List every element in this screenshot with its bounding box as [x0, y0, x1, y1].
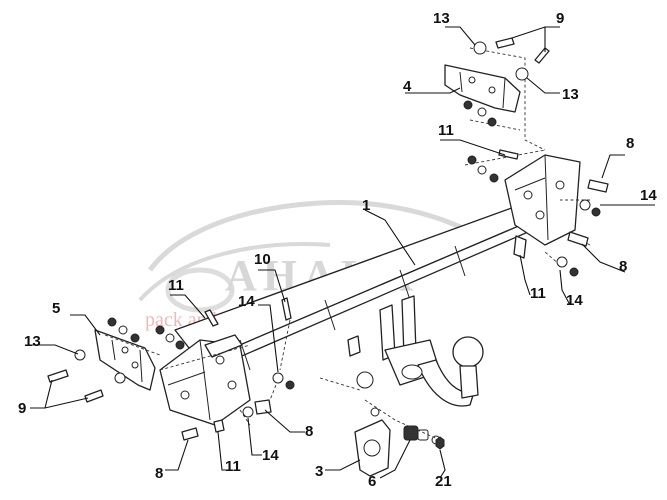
callout-8: 8 [155, 465, 163, 482]
right-chassis-bracket [444, 64, 521, 113]
watermark-car-outline [138, 242, 331, 302]
hardware [47, 37, 609, 441]
nut [591, 207, 601, 217]
nut [489, 173, 499, 183]
callout-14: 14 [566, 292, 583, 309]
bolt [495, 37, 515, 49]
callout-21: 21 [435, 473, 452, 490]
bolt [567, 231, 589, 247]
watermark-car-wheel [165, 267, 235, 313]
washer [515, 67, 529, 81]
nut [175, 340, 185, 350]
bolt [513, 235, 527, 259]
callout-11: 11 [168, 277, 184, 294]
callout-13: 13 [562, 86, 579, 103]
callout-6: 6 [368, 473, 376, 490]
spring-and-nut [403, 425, 445, 450]
washer [556, 256, 568, 268]
left-beam-mount [159, 334, 251, 426]
bolt [84, 389, 104, 403]
nut [487, 117, 497, 127]
bolt [181, 427, 199, 441]
callout-8: 8 [305, 423, 313, 440]
nut [569, 267, 579, 277]
callout-labels: 13 9 4 13 11 8 14 1 8 10 11 14 5 11 14 1… [18, 10, 657, 490]
towball-assembly [347, 295, 484, 407]
washer [74, 349, 86, 361]
nut [467, 155, 477, 165]
callout-14: 14 [238, 293, 255, 310]
callout-9: 9 [556, 10, 564, 27]
bolt [47, 369, 69, 383]
nut [285, 380, 295, 390]
bolt [213, 419, 225, 433]
washer [118, 325, 128, 335]
socket-plate [354, 407, 391, 477]
callout-14: 14 [640, 187, 657, 204]
callout-10: 10 [254, 251, 271, 268]
washer [477, 107, 487, 117]
bolt [534, 47, 550, 64]
nut [107, 317, 117, 327]
washer [272, 372, 284, 384]
washer [165, 333, 175, 343]
watermark-car-outline [147, 200, 492, 272]
callout-4: 4 [403, 78, 412, 95]
callout-13: 13 [24, 333, 41, 350]
right-beam-mount [504, 154, 581, 246]
nut [463, 100, 473, 110]
callout-9: 9 [18, 400, 26, 417]
callout-11: 11 [225, 458, 241, 475]
callout-8: 8 [619, 258, 627, 275]
washer [579, 199, 591, 211]
nut [155, 325, 165, 335]
bolt [254, 399, 272, 415]
nut [130, 333, 140, 343]
callout-11: 11 [438, 122, 454, 139]
left-chassis-bracket [94, 329, 156, 391]
callout-14: 14 [262, 447, 279, 464]
bolt [281, 297, 292, 321]
callout-1: 1 [362, 197, 370, 214]
bolt [204, 309, 219, 327]
callout-3: 3 [315, 463, 323, 480]
callout-13: 13 [433, 10, 450, 27]
callout-8: 8 [626, 135, 634, 152]
tow-ball [452, 336, 484, 368]
callout-5: 5 [52, 300, 60, 317]
washer [114, 372, 126, 384]
washer [242, 406, 254, 418]
leader-lines [30, 26, 655, 479]
washer [477, 165, 487, 175]
washer [473, 41, 487, 55]
callout-11: 11 [530, 285, 546, 302]
bolt [587, 179, 609, 193]
